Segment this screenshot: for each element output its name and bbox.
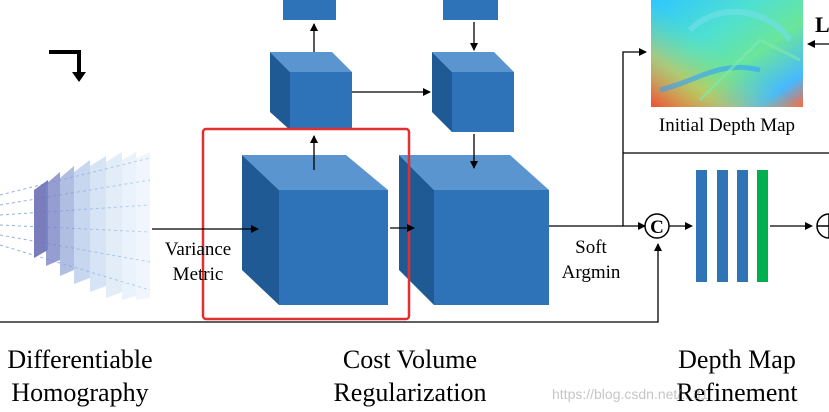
variance-metric-label-1: Variance: [165, 239, 231, 260]
connectors: [0, 22, 829, 323]
soft-argmin-label-2: Argmin: [562, 262, 621, 283]
refine-bar-4: [757, 170, 768, 282]
soft-argmin-label-1: Soft: [575, 237, 607, 258]
cost-volume-title-line1: Cost Volume: [342, 345, 478, 374]
depth-refinement-title-line2: Refinement: [676, 378, 798, 407]
refine-bar-1: [696, 170, 707, 282]
refine-bar-3: [737, 170, 748, 282]
cost-volume-title: Cost Volume Regularization: [310, 343, 510, 409]
refinement-bars: [696, 170, 768, 282]
homography-title: Differentiable Homography: [0, 343, 160, 409]
cube-top-right: [443, 0, 498, 20]
watermark: https://blog.csdn.net/...31: [552, 386, 709, 402]
concat-node: C: [644, 213, 670, 239]
corner-arrow-icon: [49, 50, 81, 74]
cube-mid-left: [270, 52, 352, 130]
depth-refinement-title: Depth Map Refinement: [657, 343, 817, 409]
edge-letter: L: [815, 12, 829, 37]
depth-refinement-title-line1: Depth Map: [678, 345, 796, 374]
initial-depth-map-label: Initial Depth Map: [659, 115, 795, 136]
initial-depth-map-image: [651, 0, 803, 107]
sum-node: [816, 213, 829, 239]
concat-symbol: C: [650, 217, 664, 238]
variance-metric-label-2: Metric: [173, 264, 224, 285]
homography-plane-stack: [0, 152, 151, 300]
homography-title-line2: Homography: [11, 378, 149, 407]
homography-title-line1: Differentiable: [7, 345, 153, 374]
cube-mid-right: [432, 52, 514, 132]
refine-bar-2: [717, 170, 728, 282]
cube-big-left: [242, 155, 388, 305]
cube-big-right: [399, 155, 549, 305]
cost-volume-title-line2: Regularization: [333, 378, 487, 407]
cube-top-left: [283, 0, 336, 20]
